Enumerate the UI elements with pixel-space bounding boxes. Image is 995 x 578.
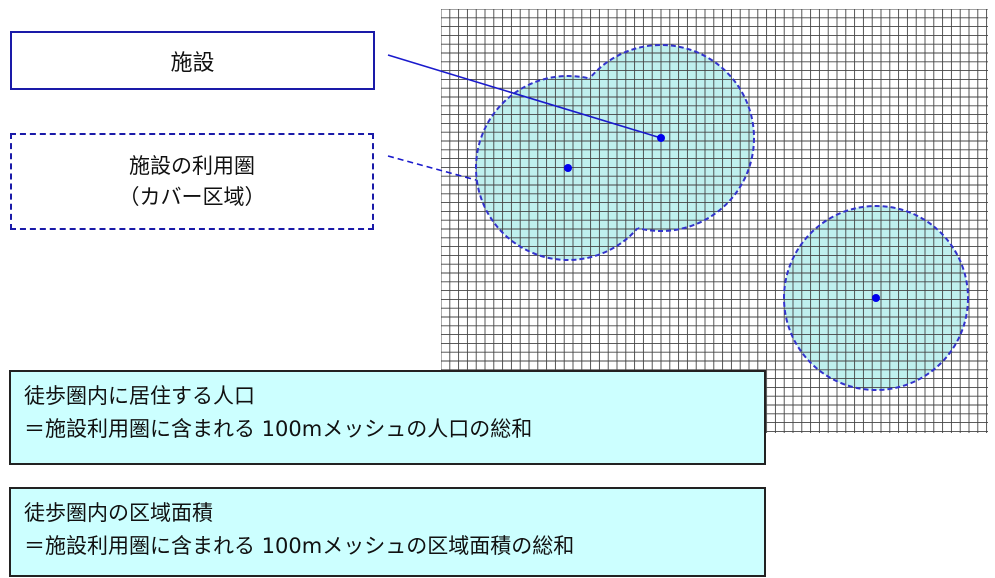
facility-point	[872, 294, 880, 302]
population-definition-box: 徒歩圏内に居住する人口 ＝施設利用圏に含まれる 100mメッシュの人口の総和	[9, 370, 766, 465]
coverage-label-line1: 施設の利用圏	[129, 153, 255, 178]
area-title: 徒歩圏内の区域面積	[24, 501, 213, 525]
coverage-area-overlapping	[476, 45, 754, 260]
coverage-label-box: 施設の利用圏 （カバー区域）	[10, 133, 374, 230]
facility-point	[564, 164, 572, 172]
area-formula: ＝施設利用圏に含まれる 100mメッシュの区域面積の総和	[24, 534, 575, 558]
area-definition-box: 徒歩圏内の区域面積 ＝施設利用圏に含まれる 100mメッシュの区域面積の総和	[9, 487, 766, 577]
population-title: 徒歩圏内に居住する人口	[24, 384, 255, 408]
facility-label: 施設	[170, 50, 215, 76]
coverage-boundary-single	[783, 205, 969, 391]
facility-label-box: 施設	[10, 31, 375, 90]
population-formula: ＝施設利用圏に含まれる 100mメッシュの人口の総和	[24, 417, 533, 441]
mesh-grid	[441, 9, 988, 433]
coverage-label-line2: （カバー区域）	[118, 184, 266, 209]
coverage-boundary-union	[475, 44, 755, 261]
facility-leader-line	[387, 54, 662, 139]
facility-point	[657, 134, 665, 142]
coverage-leader-line	[387, 155, 477, 181]
